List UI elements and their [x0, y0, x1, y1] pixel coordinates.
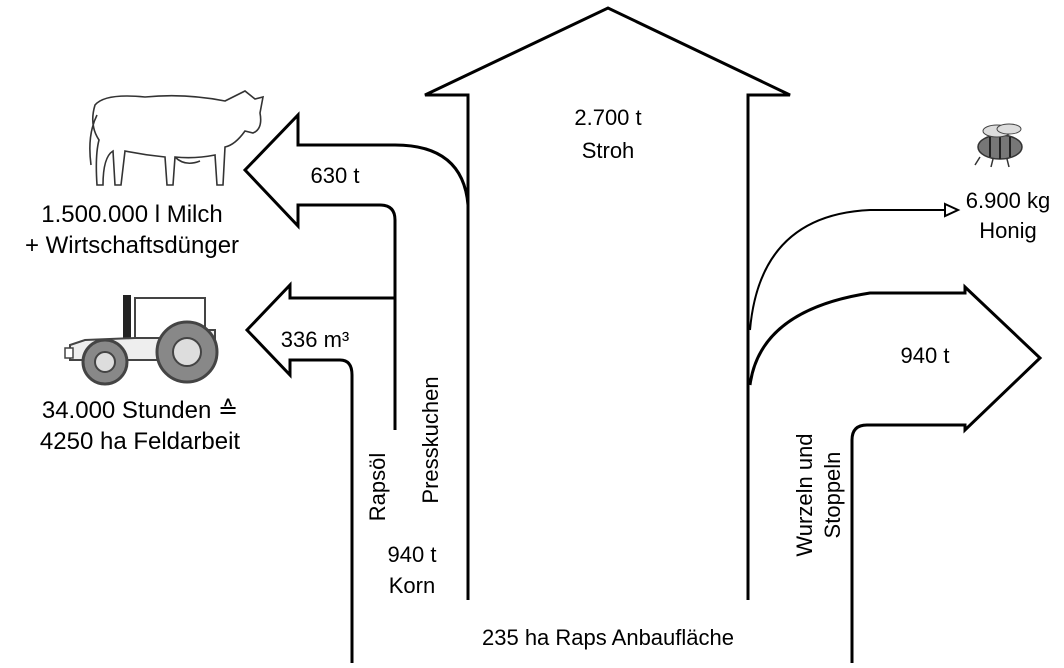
honey-label: Honig [979, 218, 1036, 243]
tractor-line1: 34.000 Stunden ≙ [42, 397, 238, 424]
bee-icon [974, 123, 1023, 168]
tractor-line2: 4250 ha Feldarbeit [40, 428, 240, 455]
roots-label-line2: Stoppeln [820, 452, 845, 539]
roots-arrow [748, 283, 1043, 663]
straw-arrow [424, 6, 791, 600]
grain-label: Korn [389, 573, 435, 598]
cow-icon [89, 90, 265, 186]
presscake-label: Presskuchen [418, 376, 443, 503]
honey-value: 6.900 kg [966, 188, 1050, 213]
honey-arrow [749, 202, 961, 331]
tractor-icon [64, 295, 219, 386]
grain-value: 940 t [388, 542, 437, 567]
oil-arrow [244, 281, 397, 663]
presscake-value: 630 t [311, 163, 360, 188]
roots-label-line1: Wurzeln und [792, 433, 817, 556]
milk-line2: + Wirtschaftsdünger [25, 232, 239, 259]
straw-label: Stroh [582, 138, 635, 163]
roots-value: 940 t [901, 343, 950, 368]
straw-value: 2.700 t [574, 105, 641, 130]
presscake-arrow [242, 111, 470, 430]
oil-value: 336 m³ [281, 327, 349, 352]
oil-label: Rapsöl [365, 453, 390, 521]
milk-line1: 1.500.000 l Milch [41, 201, 222, 228]
base-label: 235 ha Raps Anbaufläche [482, 625, 734, 650]
